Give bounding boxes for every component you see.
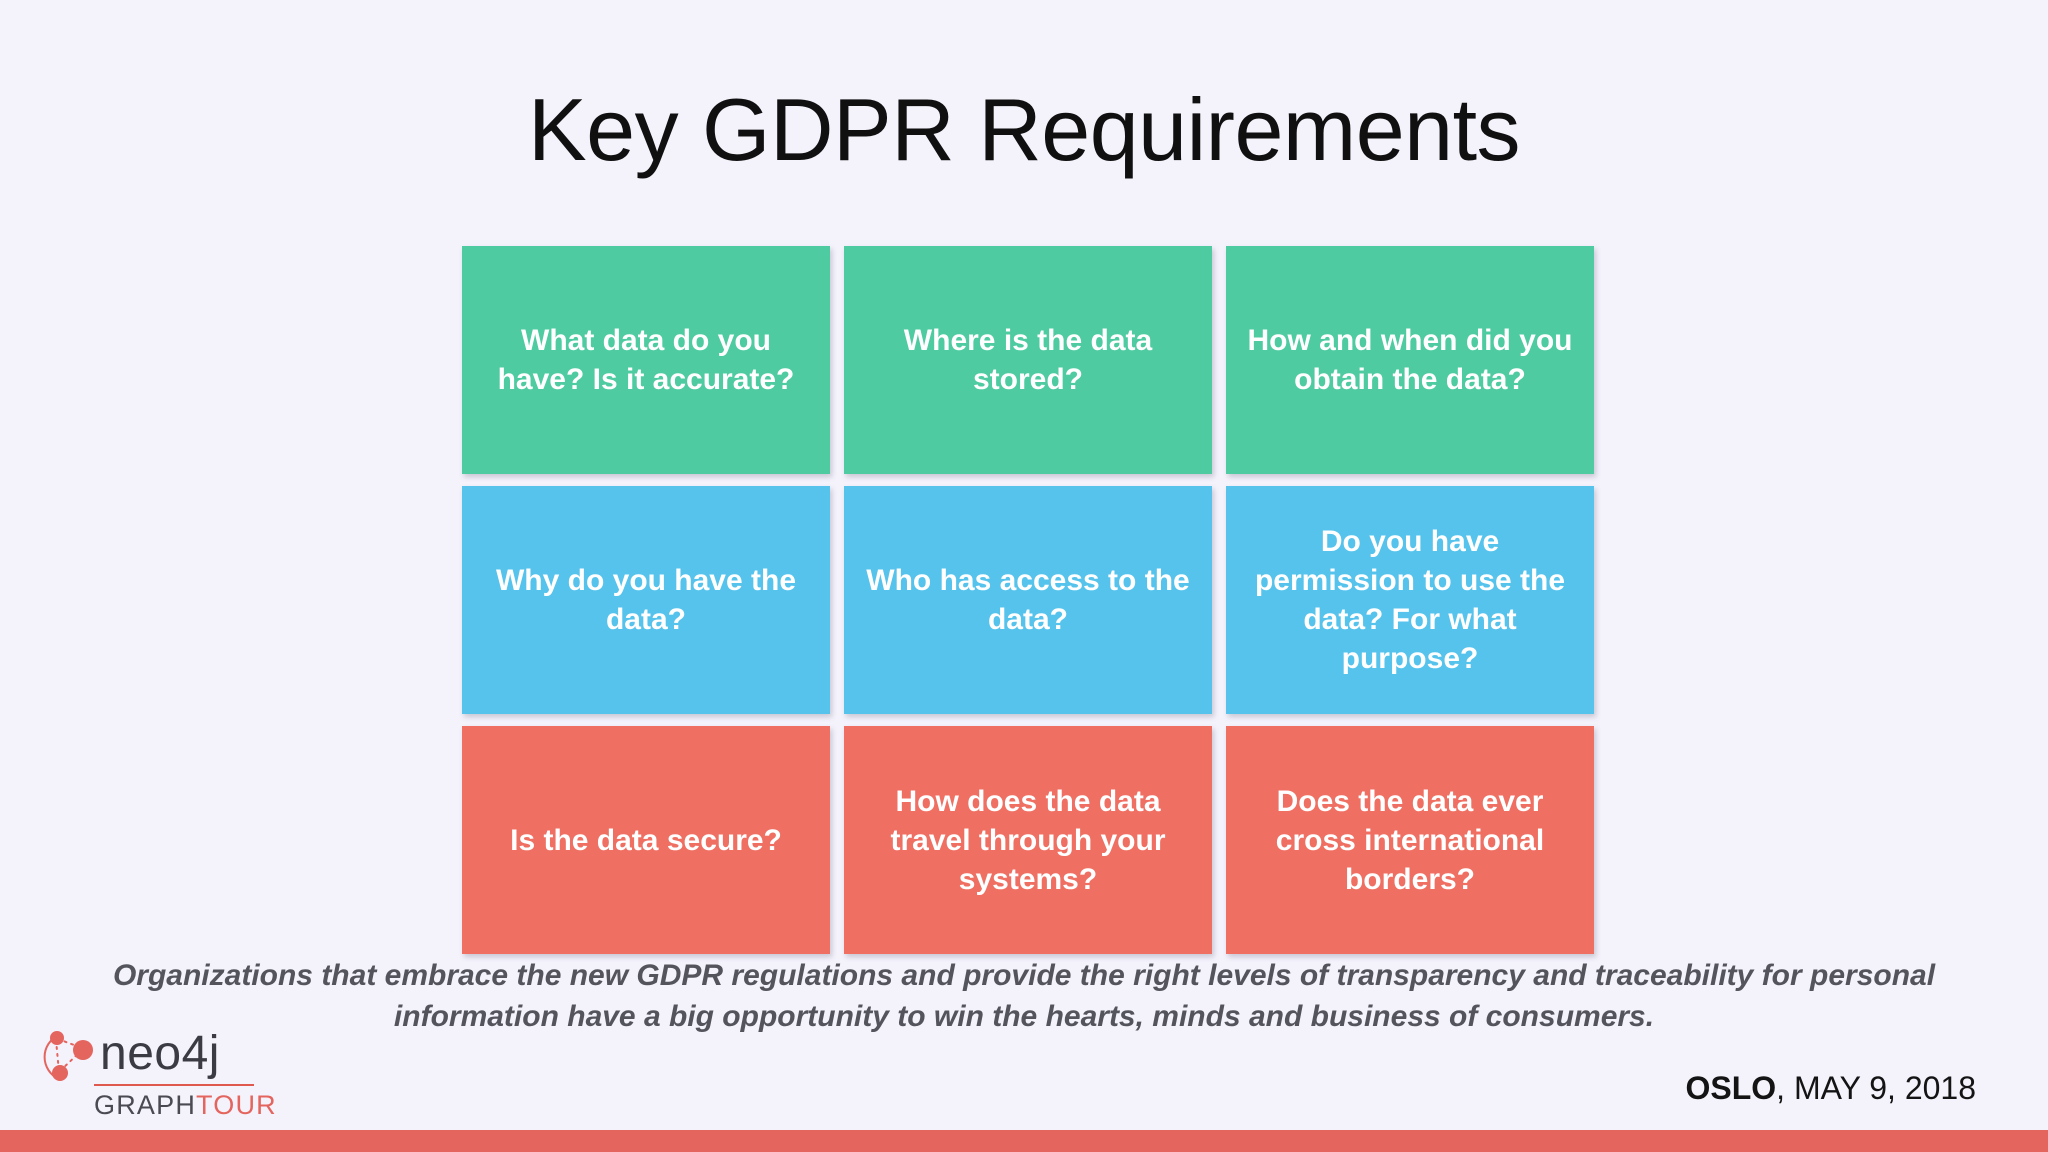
event-location-date: OSLO, MAY 9, 2018 — [1686, 1069, 1977, 1107]
page-title: Key GDPR Requirements — [527, 80, 1521, 179]
caption-text: Organizations that embrace the new GDPR … — [112, 959, 1936, 1033]
requirements-grid: What data do you have? Is it accurate? W… — [462, 246, 1594, 954]
graphtour-label: GRAPHTOUR — [94, 1088, 277, 1122]
requirement-tile[interactable]: Do you have permission to use the data? … — [1226, 486, 1594, 714]
neo4j-graph-icon — [42, 1028, 100, 1086]
requirement-tile-label: Why do you have the data? — [495, 564, 797, 636]
requirement-tile[interactable]: How and when did you obtain the data? — [1226, 246, 1594, 474]
requirement-tile[interactable]: How does the data travel through your sy… — [844, 726, 1212, 954]
bottom-accent-bar — [0, 1130, 2048, 1152]
graphtour-tour-text: TOUR — [196, 1090, 277, 1120]
neo4j-wordmark: neo4j — [100, 1027, 220, 1080]
logo-divider — [94, 1084, 254, 1086]
requirement-tile[interactable]: Where is the data stored? — [844, 246, 1212, 474]
neo4j-graphtour-logo: neo4j GRAPHTOUR — [42, 1026, 276, 1122]
graphtour-graph-text: GRAPH — [94, 1090, 197, 1120]
requirement-tile-label: Where is the data stored? — [903, 324, 1153, 396]
requirement-tile-label: Who has access to the data? — [866, 564, 1190, 636]
requirement-tile[interactable]: Does the data ever cross international b… — [1226, 726, 1594, 954]
requirement-tile[interactable]: Why do you have the data? — [462, 486, 830, 714]
requirement-tile-label: How and when did you obtain the data? — [1247, 324, 1573, 396]
requirement-tile[interactable]: Is the data secure? — [462, 726, 830, 954]
event-date: , MAY 9, 2018 — [1776, 1070, 1976, 1106]
requirement-tile-label: Do you have permission to use the data? … — [1254, 525, 1566, 675]
requirement-tile-label: How does the data travel through your sy… — [890, 784, 1166, 896]
requirement-tile-label: Does the data ever cross international b… — [1275, 784, 1545, 896]
requirement-tile[interactable]: What data do you have? Is it accurate? — [462, 246, 830, 474]
requirement-tile-label: Is the data secure? — [510, 823, 782, 857]
event-city: OSLO — [1685, 1070, 1777, 1106]
requirement-tile-label: What data do you have? Is it accurate? — [497, 324, 795, 396]
requirement-tile[interactable]: Who has access to the data? — [844, 486, 1212, 714]
